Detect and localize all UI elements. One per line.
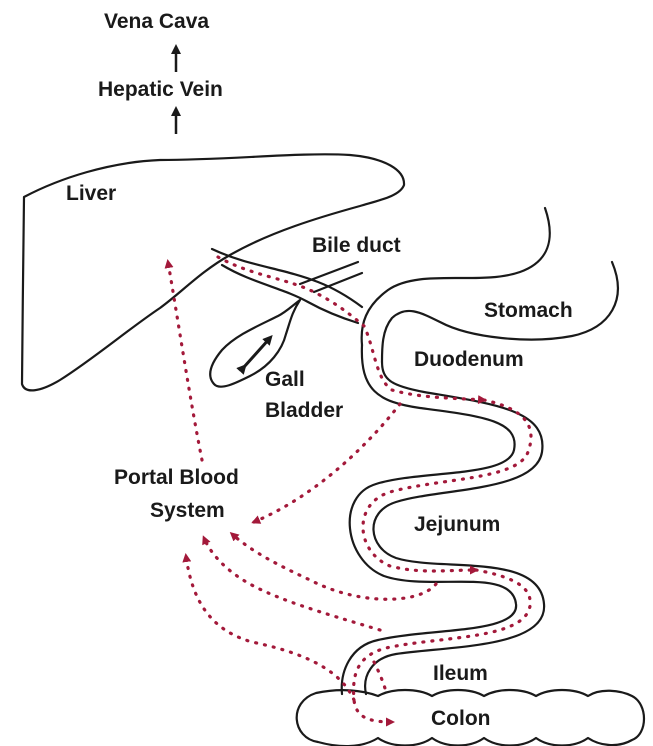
label-vena-cava: Vena Cava	[104, 10, 209, 33]
flow-portal-to-liver	[168, 262, 202, 460]
flow-jejunum-to-colon	[354, 570, 531, 722]
label-bladder: Bladder	[265, 399, 343, 422]
label-system: System	[150, 499, 225, 522]
label-colon: Colon	[431, 707, 490, 730]
gall-bladder-double-arrow	[244, 338, 270, 367]
flow-jejunum-to-portal	[232, 534, 436, 599]
flow-ileum-to-colon-return	[374, 662, 386, 692]
flow-colon-to-portal	[186, 556, 354, 700]
flow-ileum-to-portal	[204, 538, 380, 630]
label-jejunum: Jejunum	[414, 513, 500, 536]
label-ileum: Ileum	[433, 662, 488, 685]
label-duodenum: Duodenum	[414, 348, 524, 371]
label-gall: Gall	[265, 368, 305, 391]
bile-duct-branch-upper	[300, 262, 358, 284]
label-portal-blood: Portal Blood	[114, 466, 239, 489]
stomach-outline	[362, 208, 550, 345]
bile-duct-wall-upper	[212, 249, 362, 307]
label-stomach: Stomach	[484, 299, 573, 322]
label-bile-duct: Bile duct	[312, 234, 401, 257]
flow-duodenum-to-jejunum	[363, 400, 531, 571]
label-liver: Liver	[66, 182, 116, 205]
label-hepatic-vein: Hepatic Vein	[98, 78, 223, 101]
